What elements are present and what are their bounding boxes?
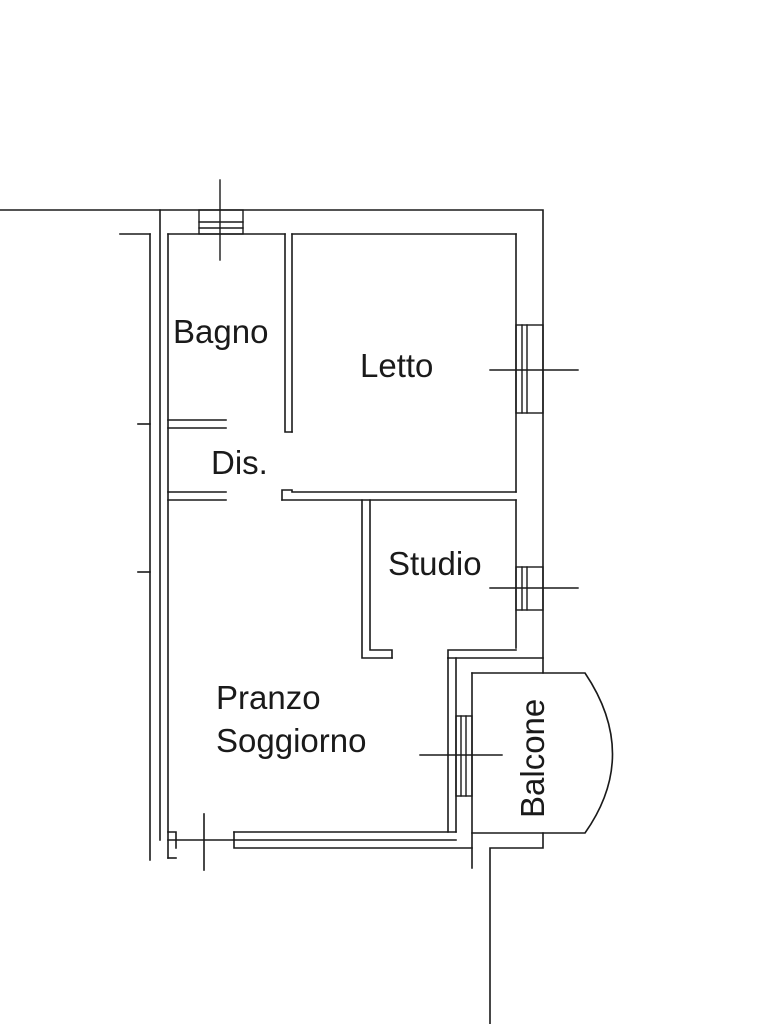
room-label-balcone: Balcone — [514, 699, 551, 818]
room-labels: Bagno Letto Dis. Studio Pranzo Soggiorno… — [173, 313, 551, 818]
windows — [198, 179, 579, 797]
walls — [0, 209, 544, 1024]
bagno-letto-wall-a — [284, 233, 293, 433]
outer-wall-right-lower — [489, 832, 544, 1024]
room-label-pranzo: Pranzo — [216, 679, 321, 716]
studio-left-wall-a — [361, 499, 393, 659]
bottom-wall-a — [167, 831, 177, 849]
window-studio — [489, 566, 579, 611]
room-label-letto: Letto — [360, 347, 433, 384]
window-soggiorno — [419, 715, 503, 797]
room-label-dis: Dis. — [211, 444, 268, 481]
balcony — [471, 672, 614, 834]
studio-left-wall-b — [369, 499, 393, 659]
bottom-wall-c — [233, 831, 473, 849]
outer-wall-outer — [159, 209, 544, 841]
room-label-soggiorno: Soggiorno — [216, 722, 366, 759]
room-label-bagno: Bagno — [173, 313, 268, 350]
balcony-outline — [471, 672, 614, 834]
studio-bottom-wall-a — [447, 649, 517, 659]
letto-bottom-wall-a — [281, 489, 517, 501]
window-letto — [489, 324, 579, 414]
window-bagno — [198, 179, 244, 261]
room-label-studio: Studio — [388, 545, 482, 582]
